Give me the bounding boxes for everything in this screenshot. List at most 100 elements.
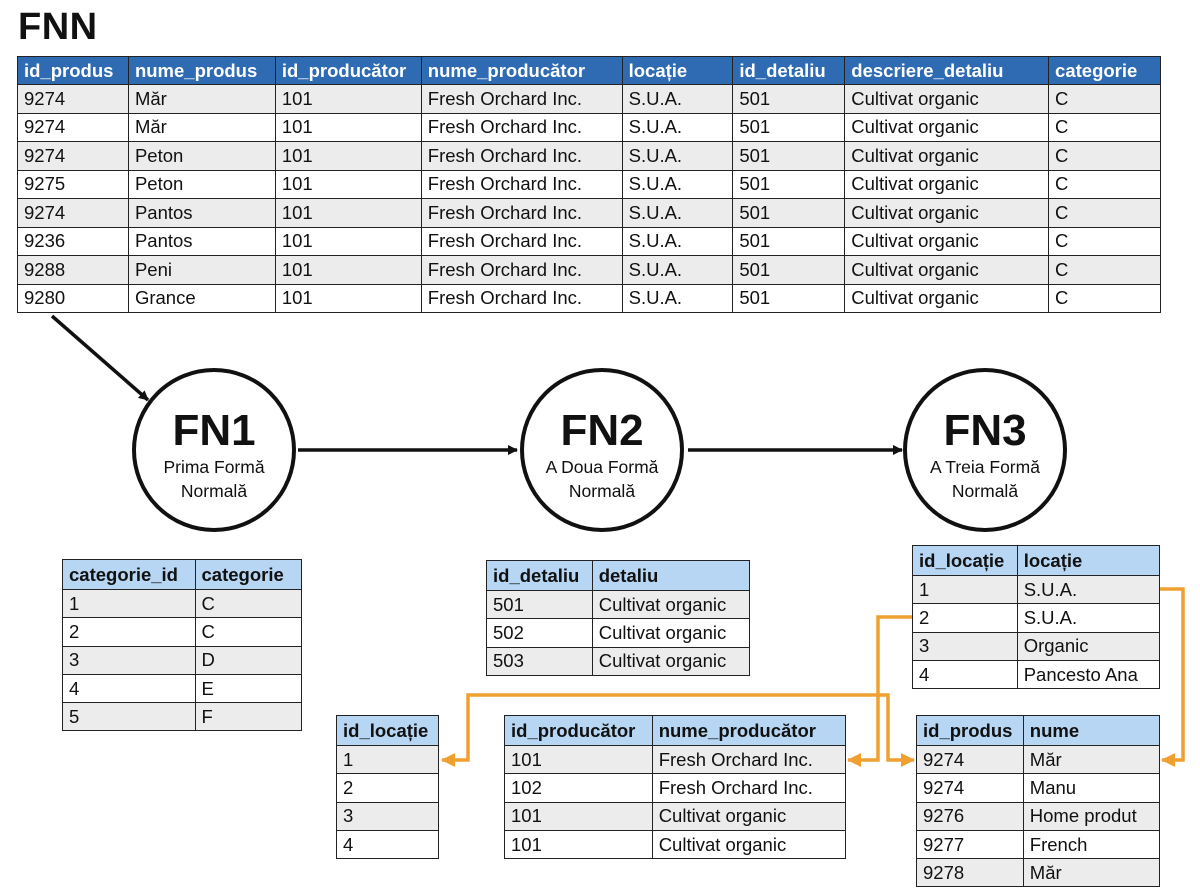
table-cell: 9274 <box>17 141 129 171</box>
table-cell: Măr <box>1022 858 1161 888</box>
table-cell: 101 <box>504 801 653 831</box>
table-cell: 1 <box>336 744 439 775</box>
column-header: id_produs <box>916 715 1024 746</box>
table-cell: 502 <box>486 618 593 648</box>
column-header: categorie <box>1048 56 1161 85</box>
table-cell: 101 <box>504 744 653 775</box>
table-cell: Cultivat organic <box>844 141 1050 171</box>
table-cell: Fresh Orchard Inc. <box>420 226 623 256</box>
table-cell: 4 <box>912 659 1018 690</box>
table-cell: 5 <box>62 702 196 732</box>
table-cell: C <box>1048 226 1161 256</box>
table-cell: C <box>194 617 303 647</box>
table-header-row: id_detaliu detaliu <box>486 560 751 591</box>
page-title: FNN <box>18 6 98 48</box>
table-cell: Pancesto Ana <box>1016 659 1161 690</box>
table-cell: Cultivat organic <box>844 198 1050 228</box>
table-cell: 2 <box>62 617 196 647</box>
table-cell: 9274 <box>916 773 1024 803</box>
table-cell: Fresh Orchard Inc. <box>420 198 623 228</box>
table-cell: Organic <box>1016 631 1161 661</box>
node-fn2: FN2 A Doua Formă Normală <box>520 368 684 532</box>
column-header: id_produs <box>17 56 129 85</box>
column-header: id_locație <box>336 715 439 746</box>
column-header: id_producător <box>504 715 653 746</box>
unf-table: id_produs nume_produs id_producător nume… <box>17 56 1161 313</box>
node-description: Normală <box>180 481 248 501</box>
column-header: id_detaliu <box>732 56 846 85</box>
table-cell: C <box>1048 84 1161 114</box>
node-label: FN3 <box>943 406 1027 455</box>
table-cell: C <box>194 588 303 619</box>
table-cell: S.U.A. <box>1016 603 1161 633</box>
table-cell: 9277 <box>916 829 1024 860</box>
column-header: categorie_id <box>62 559 196 590</box>
table-cell: Cultivat organic <box>844 169 1050 199</box>
table-cell: 9274 <box>17 84 129 114</box>
table-cell: 9275 <box>17 169 129 199</box>
link-location-to-producer <box>847 695 880 767</box>
table-cell: 4 <box>336 829 439 860</box>
table-cell: 101 <box>274 84 422 114</box>
table-header-row: id_produs nume_produs id_producător nume… <box>17 56 1161 85</box>
table-cell: Peton <box>127 169 276 199</box>
table-cell: 1 <box>912 574 1018 605</box>
column-header: descriere_detaliu <box>844 56 1050 85</box>
link-location-to-product <box>878 693 915 767</box>
table-cell: S.U.A. <box>621 226 734 256</box>
table-cell: Cultivat organic <box>591 618 751 648</box>
table-cell: 2 <box>336 773 439 803</box>
table-cell: Cultivat organic <box>844 226 1050 256</box>
table-cell: 101 <box>274 226 422 256</box>
column-header: locație <box>1016 545 1161 576</box>
link-location-to-location-id <box>441 615 912 767</box>
node-description: Normală <box>568 481 636 501</box>
table-cell: S.U.A. <box>621 255 734 285</box>
table-cell: 9288 <box>17 255 129 285</box>
table-cell: 2 <box>912 603 1018 633</box>
table-cell: 3 <box>62 645 196 675</box>
table-cell: 9280 <box>17 283 129 313</box>
node-description: Prima Formă <box>163 457 265 477</box>
table-cell: S.U.A. <box>621 112 734 142</box>
location-id-table: id_locație 1 2 3 4 <box>336 715 439 860</box>
column-header: nume <box>1022 715 1161 746</box>
table-cell: Peton <box>127 141 276 171</box>
node-label: FN2 <box>560 406 644 455</box>
table-cell: 501 <box>732 283 846 313</box>
table-cell: Măr <box>127 112 276 142</box>
table-cell: 101 <box>274 283 422 313</box>
table-cell: 9236 <box>17 226 129 256</box>
table-cell: 501 <box>732 169 846 199</box>
table-header-row: id_producător nume_producător <box>504 715 847 746</box>
table-cell: Pantos <box>127 198 276 228</box>
table-cell: Cultivat organic <box>591 589 751 620</box>
column-header: id_detaliu <box>486 560 593 591</box>
table-row: 3 <box>336 801 439 831</box>
table-header-row: id_locație <box>336 715 439 746</box>
table-cell: D <box>194 645 303 675</box>
node-description: A Doua Formă <box>545 457 659 477</box>
table-cell: Cultivat organic <box>591 646 751 676</box>
table-cell: 9274 <box>916 744 1024 775</box>
table-cell: S.U.A. <box>1016 574 1161 605</box>
table-cell: French <box>1022 829 1161 860</box>
table-cell: 501 <box>732 226 846 256</box>
node-description: A Treia Formă <box>930 457 1040 477</box>
